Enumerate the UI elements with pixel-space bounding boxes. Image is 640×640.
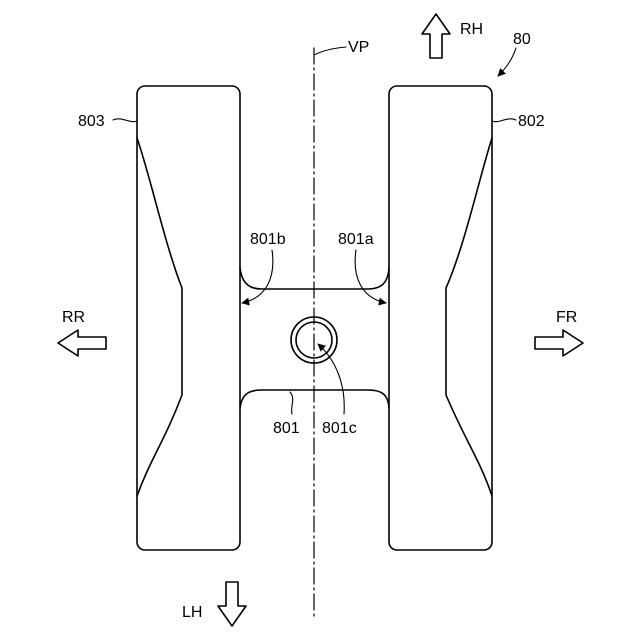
label-assembly: 80 — [513, 31, 531, 48]
leader-801a — [355, 250, 386, 303]
label-802: 802 — [518, 113, 545, 130]
label-803: 803 — [78, 113, 105, 130]
label-lh: LH — [182, 604, 202, 621]
label-vp: VP — [348, 39, 369, 56]
label-rr: RR — [62, 309, 85, 326]
leader-802 — [492, 119, 516, 122]
label-801b: 801b — [250, 231, 286, 248]
left-block-outline — [137, 86, 240, 550]
leader-vp — [314, 47, 346, 55]
left-block-inner-curve — [137, 138, 182, 496]
label-801c: 801c — [322, 420, 357, 437]
label-fr: FR — [556, 309, 577, 326]
label-801a: 801a — [338, 231, 374, 248]
label-rh: RH — [460, 21, 483, 38]
rr-arrow-icon — [58, 330, 106, 356]
right-block-outline — [389, 86, 492, 550]
leader-801b — [242, 250, 273, 303]
leader-801 — [290, 392, 293, 414]
leader-80 — [498, 48, 516, 76]
fr-arrow-icon — [535, 330, 583, 356]
leader-803 — [113, 119, 137, 122]
lh-arrow-icon — [218, 582, 246, 626]
label-801: 801 — [273, 420, 300, 437]
right-block-inner-curve — [446, 138, 492, 496]
rh-arrow-icon — [422, 14, 450, 58]
